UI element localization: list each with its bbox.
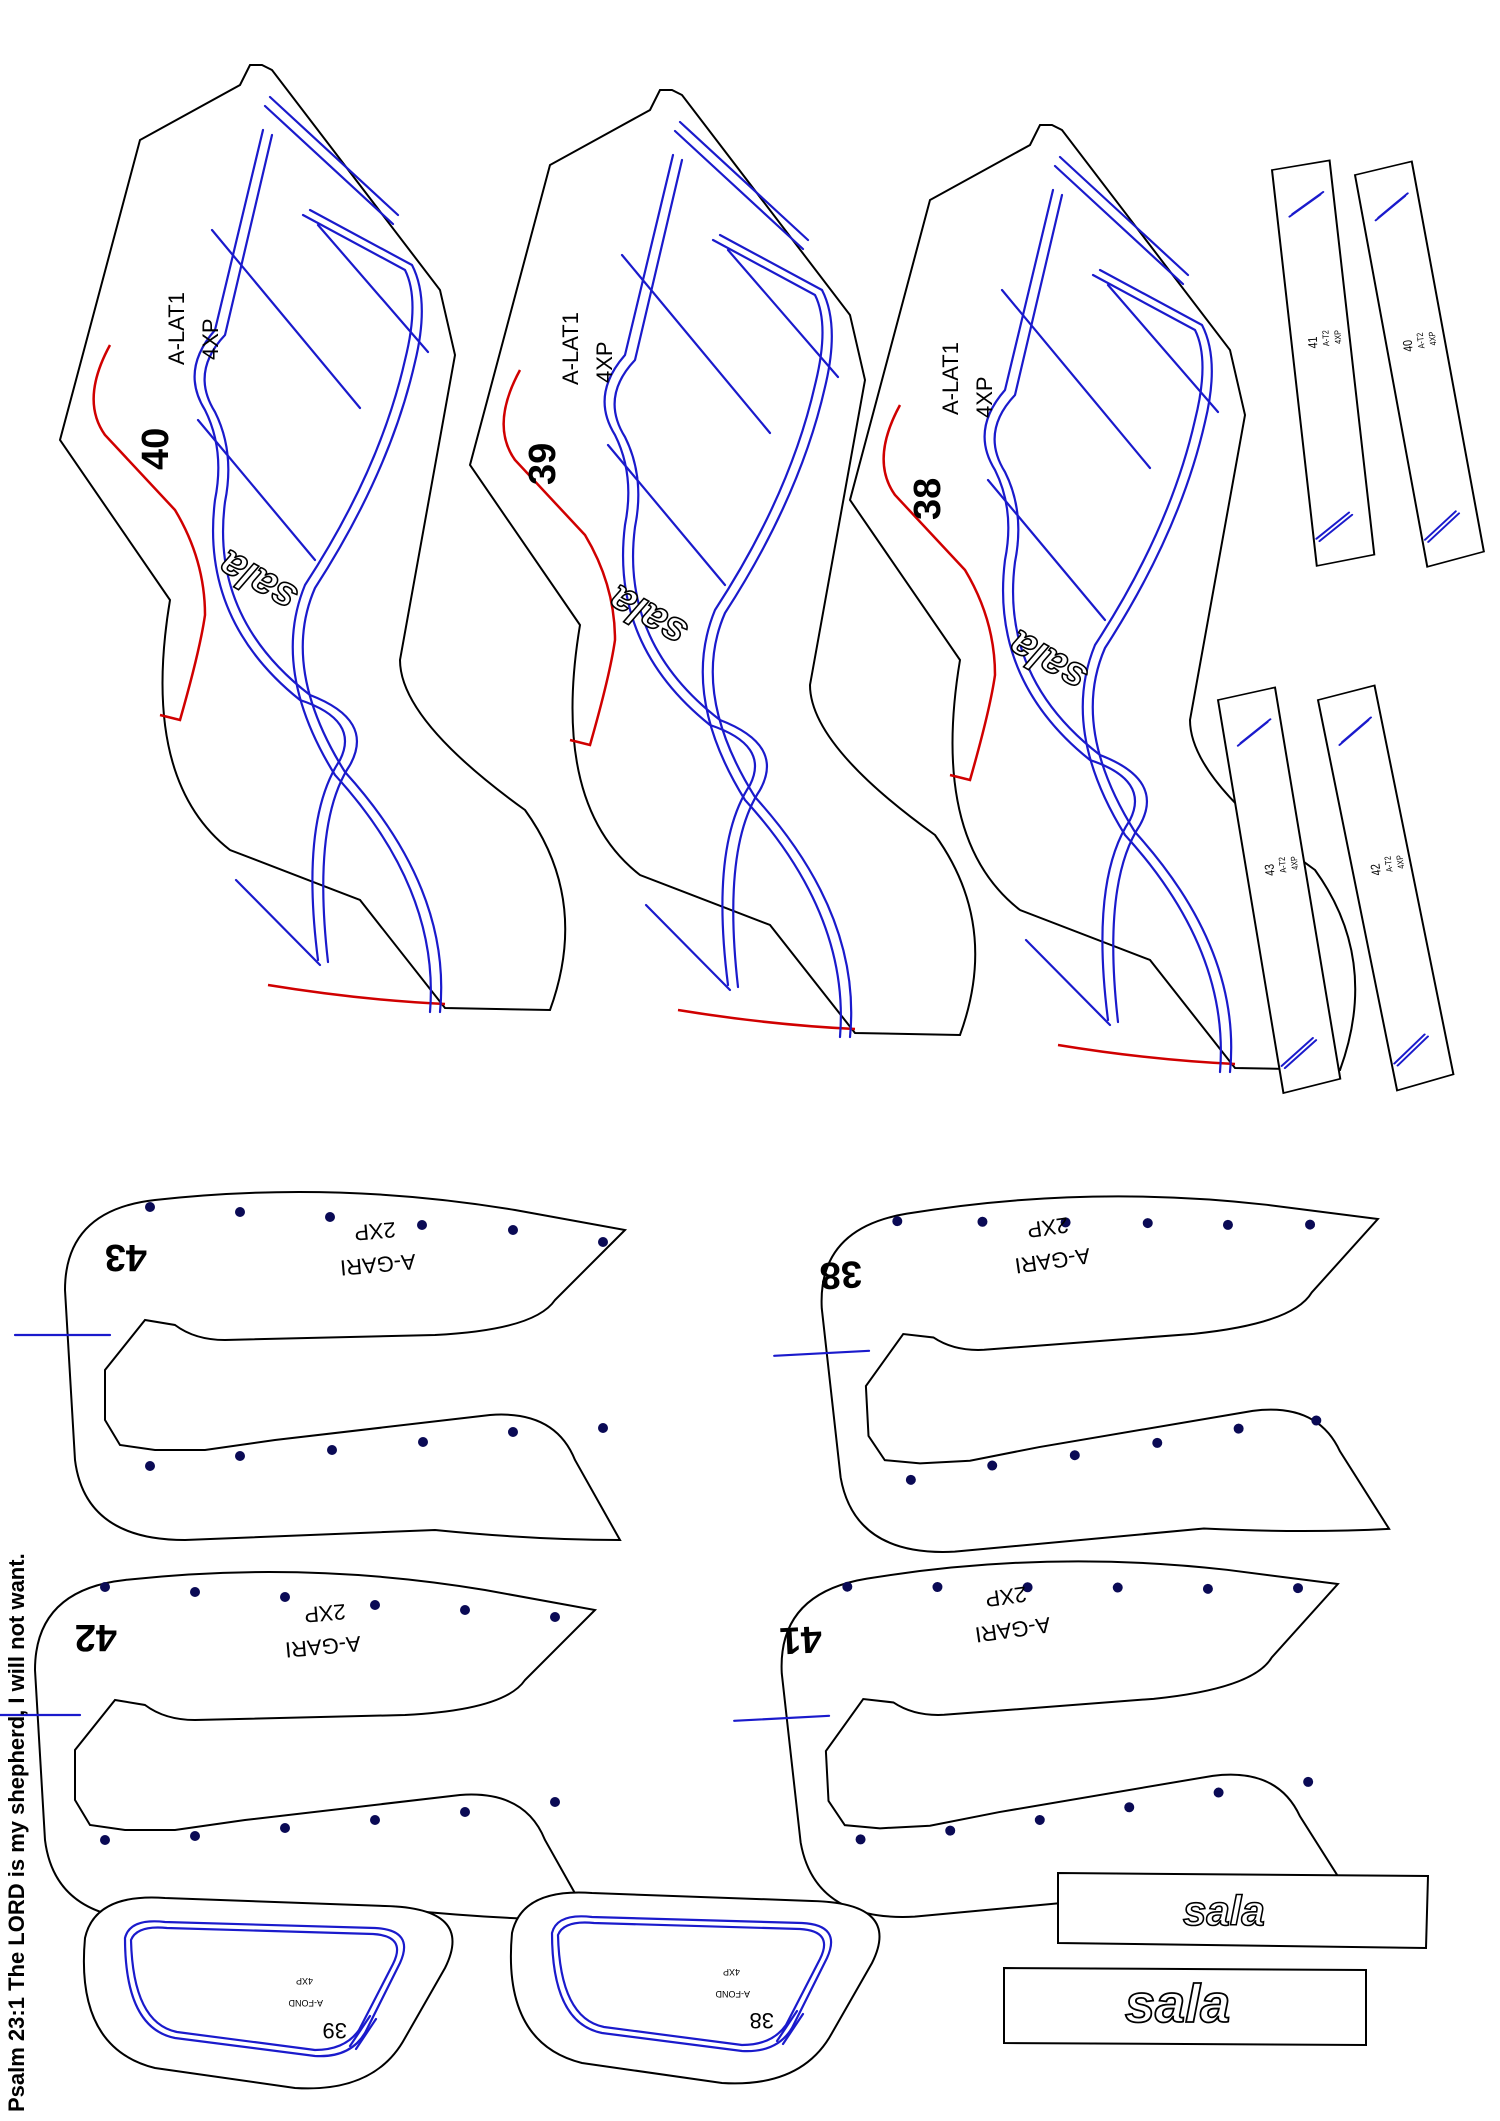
strap-piece-43-size: 43 <box>1261 863 1278 877</box>
sole-piece-38-size: 38 <box>750 2008 774 2033</box>
lateral-piece-38: 38 A-LAT1 4XP sala <box>848 123 1357 1074</box>
sole-piece-39-qty: 4XP <box>296 1976 313 1986</box>
strap-piece-40: 40 A-T2 4XP <box>1353 157 1486 571</box>
lining-piece-41-size: 41 <box>779 1617 823 1661</box>
sole-piece-39-code: A-FOND <box>288 1998 323 2008</box>
lateral-piece-39-size: 39 <box>522 443 564 485</box>
lining-piece-41-punch-dots <box>842 1581 1314 1845</box>
lining-piece-41-outline <box>725 1544 1356 1927</box>
sole-piece-38: 38 A-FOND 4XP <box>509 1891 881 2085</box>
lining-piece-38-qty: 2XP <box>1025 1212 1070 1243</box>
strap-piece-41-outline <box>1270 158 1376 569</box>
strap-piece-41-size: 41 <box>1305 336 1321 349</box>
lining-piece-42-punch-dots <box>100 1582 560 1845</box>
lateral-piece-39-code: A-LAT1 <box>558 312 583 385</box>
sole-piece-38-outline <box>509 1891 881 2085</box>
strap-piece-43-qty: 4XP <box>1289 855 1300 870</box>
strap-piece-41-qty: 4XP <box>1333 329 1344 344</box>
strap-piece-42-qty: 4XP <box>1395 854 1407 870</box>
lining-piece-38-punch-dots <box>892 1216 1322 1485</box>
lateral-piece-38-qty: 4XP <box>972 376 997 418</box>
lining-piece-41: 41 A-GARI 2XP <box>725 1544 1356 1927</box>
logo-label-1: sala <box>1057 1871 1430 1950</box>
strap-piece-40-outline <box>1353 157 1486 571</box>
lateral-piece-38-size: 38 <box>907 478 949 520</box>
lining-piece-38-outline <box>765 1179 1396 1562</box>
lining-piece-43-qty: 2XP <box>353 1217 397 1246</box>
strap-piece-40-qty: 4XP <box>1427 331 1439 346</box>
strap-piece-41-code: A-T2 <box>1321 330 1332 347</box>
lateral-piece-39-qty: 4XP <box>592 341 617 383</box>
lateral-piece-40-code: A-LAT1 <box>164 292 189 365</box>
lining-piece-42-qty: 2XP <box>303 1599 347 1628</box>
lining-piece-38: 38 A-GARI 2XP <box>765 1179 1396 1562</box>
sole-piece-38-code: A-FOND <box>715 1989 750 1999</box>
lining-piece-43: 43 A-GARI 2XP <box>13 1190 627 1542</box>
sole-piece-38-qty: 4XP <box>723 1967 740 1977</box>
sole-piece-39-size: 39 <box>323 2018 347 2043</box>
strap-piece-40-code: A-T2 <box>1415 332 1427 349</box>
logo-label-2: sala <box>1003 1966 1367 2047</box>
strap-piece-40-size: 40 <box>1399 339 1416 353</box>
lining-piece-41-qty: 2XP <box>984 1581 1029 1612</box>
strap-piece-42-code: A-T2 <box>1383 855 1395 873</box>
sole-piece-39: 39 A-FOND 4XP <box>82 1896 454 2090</box>
lateral-piece-39: 39 A-LAT1 4XP sala <box>468 88 977 1039</box>
lining-piece-42-size: 42 <box>75 1616 117 1658</box>
logo-label-2-text: sala <box>1125 1974 1230 2034</box>
strap-piece-42: 42 A-T2 4XP <box>1315 680 1456 1095</box>
lining-piece-43-size: 43 <box>105 1236 147 1278</box>
lateral-piece-38-code: A-LAT1 <box>938 342 963 415</box>
lateral-piece-40: 40 A-LAT1 4XP sala <box>58 63 567 1014</box>
lining-piece-43-punch-dots <box>145 1202 608 1471</box>
lateral-piece-40-qty: 4XP <box>198 318 223 360</box>
strap-piece-43: 43 A-T2 4XP <box>1216 683 1343 1097</box>
footer-verse: Psalm 23:1 The LORD is my shepherd, I wi… <box>4 1553 29 2112</box>
strap-piece-41: 41 A-T2 4XP <box>1270 158 1376 569</box>
logo-label-1-text: sala <box>1183 1887 1265 1934</box>
lining-piece-38-size: 38 <box>819 1252 863 1296</box>
lining-piece-42: 42 A-GARI 2XP <box>0 1570 597 1922</box>
sole-piece-39-outline <box>82 1896 454 2090</box>
strap-piece-43-code: A-T2 <box>1277 856 1288 873</box>
strap-piece-42-size: 42 <box>1367 863 1384 877</box>
lateral-piece-40-outline <box>58 63 567 1014</box>
lateral-piece-40-size: 40 <box>135 428 177 470</box>
